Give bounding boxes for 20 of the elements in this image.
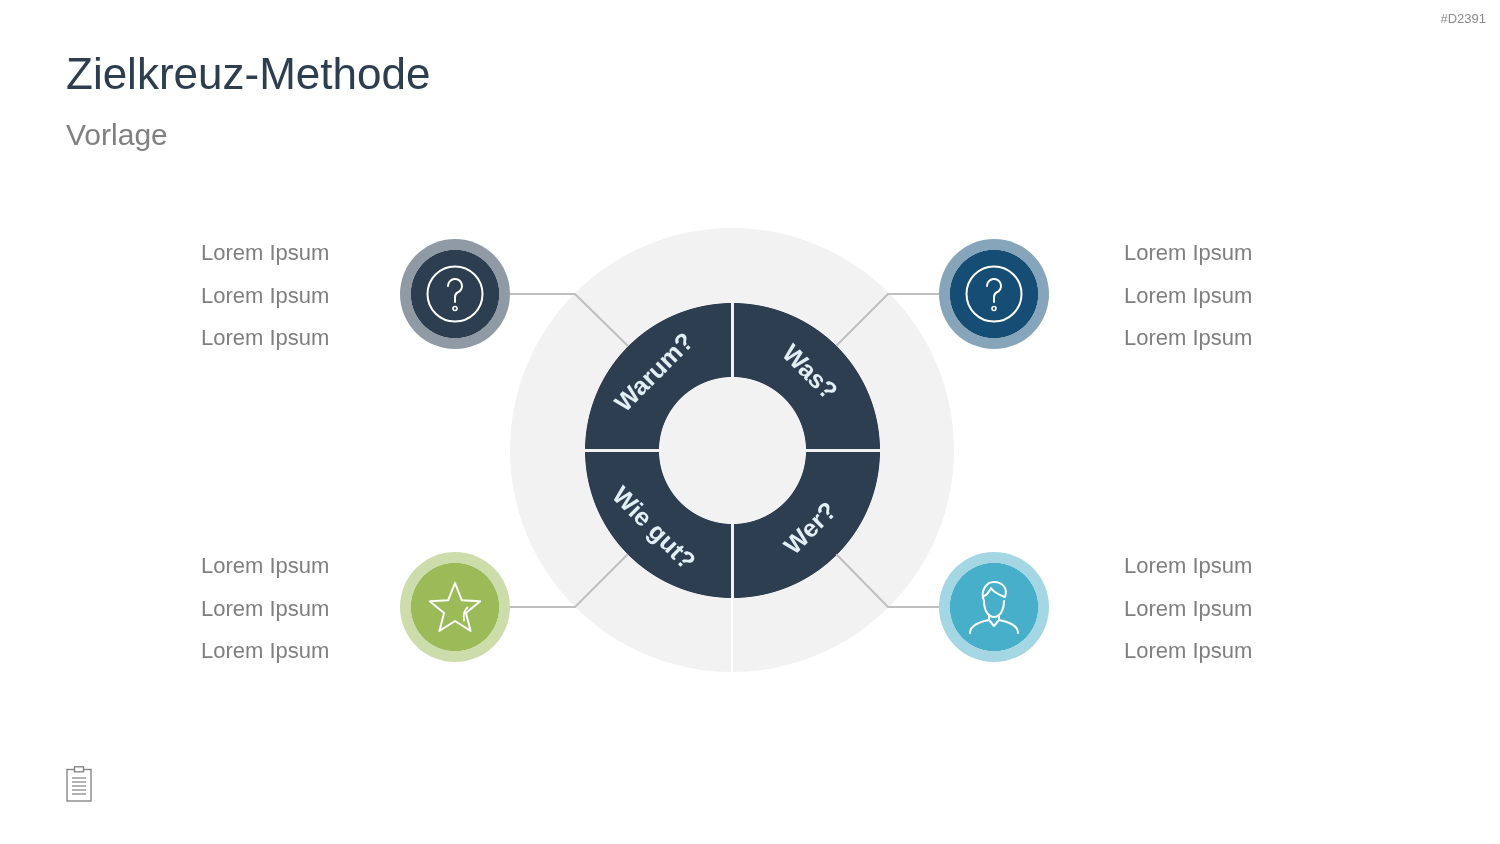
item-text: Lorem Ipsum: [1124, 552, 1253, 580]
item-text: Lorem Ipsum: [201, 595, 330, 622]
leader-line: [509, 553, 629, 608]
leader-line: [509, 293, 629, 347]
item-text: Lorem Ipsum: [201, 637, 330, 665]
item-text: Lorem Ipsum: [201, 324, 330, 352]
slide-id: #D2391: [1440, 11, 1486, 27]
item-text: Lorem Ipsum: [201, 239, 330, 267]
leader-line: [835, 553, 940, 608]
leader-line: [835, 293, 940, 347]
item-text: Lorem Ipsum: [1124, 324, 1253, 352]
item-text: Lorem Ipsum: [1124, 239, 1253, 267]
item-text: Lorem Ipsum: [201, 282, 330, 309]
item-text: Lorem Ipsum: [1124, 595, 1253, 622]
title: Zielkreuz-Methode: [66, 50, 431, 99]
item-text: Lorem Ipsum: [1124, 637, 1253, 665]
item-text: Lorem Ipsum: [1124, 282, 1253, 309]
item-text: Lorem Ipsum: [201, 552, 330, 580]
segment-label: Wie gut?: [606, 480, 702, 576]
subtitle: Vorlage: [66, 117, 168, 153]
